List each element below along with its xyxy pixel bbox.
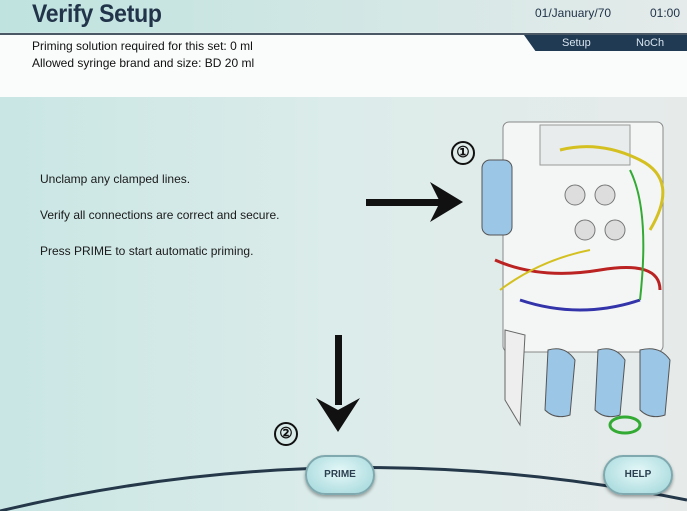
machine-illustration-icon xyxy=(481,121,671,435)
arrow-right-icon xyxy=(366,182,463,222)
marker-two: ② xyxy=(274,422,298,446)
header-bar: Verify Setup 01/January/70 01:00 xyxy=(0,0,687,32)
marker-one: ① xyxy=(451,141,475,165)
syringe-text: Allowed syringe brand and size: BD 20 ml xyxy=(32,56,255,70)
instruction-3: Press PRIME to start automatic priming. xyxy=(40,244,254,258)
info-panel: Priming solution required for this set: … xyxy=(0,33,687,97)
time-display: 01:00 xyxy=(650,6,681,20)
arrow-down-icon xyxy=(316,335,360,432)
prime-button[interactable]: PRIME xyxy=(305,455,375,495)
status-tabs: Setup NoCh xyxy=(524,35,687,51)
instruction-1: Unclamp any clamped lines. xyxy=(40,172,191,186)
page-title: Verify Setup xyxy=(32,0,162,28)
instruction-2: Verify all connections are correct and s… xyxy=(40,208,280,222)
tab-noch: NoCh xyxy=(636,37,665,49)
help-button[interactable]: HELP xyxy=(603,455,673,495)
priming-volume-text: Priming solution required for this set: … xyxy=(32,39,253,53)
tab-setup: Setup xyxy=(562,37,591,49)
date-display: 01/January/70 xyxy=(535,6,612,20)
